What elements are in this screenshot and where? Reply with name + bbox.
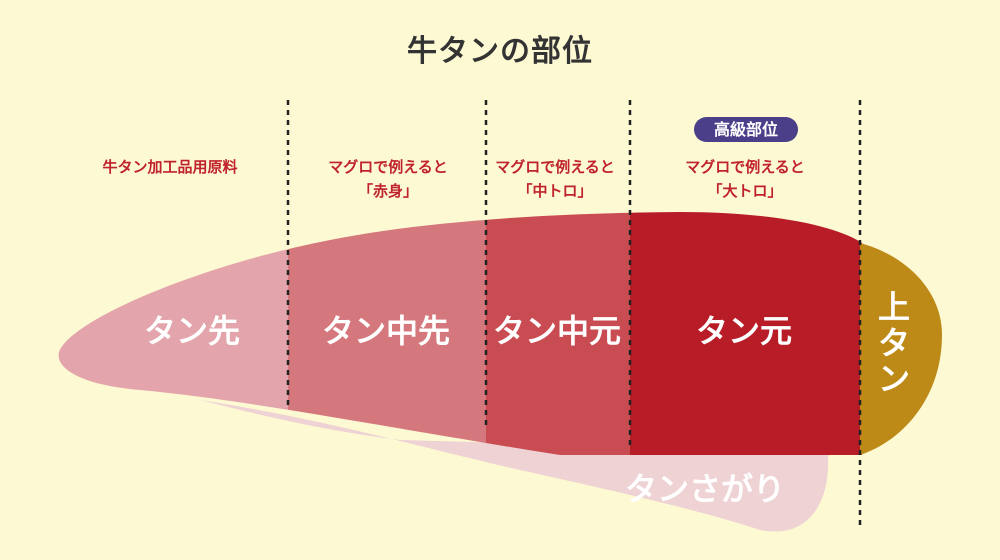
tansaki-note-text: 牛タン加工品用原料	[102, 158, 238, 176]
tan-sagari-region	[200, 400, 830, 532]
nakamoto-note-line2: 「中トロ」	[517, 182, 593, 200]
nakasaki-note: マグロで例えると 「赤身」	[300, 155, 476, 203]
nakamoto-note-line1: マグロで例えると	[495, 158, 615, 176]
premium-badge: 高級部位	[694, 117, 798, 142]
tanmoto-region	[630, 212, 862, 455]
tanmoto-note-line2: 「大トロ」	[707, 182, 783, 200]
tanmoto-note: マグロで例えると 「大トロ」	[660, 155, 830, 203]
jo-tan-region	[860, 243, 942, 455]
tansaki-note: 牛タン加工品用原料	[60, 155, 280, 179]
nakamoto-note: マグロで例えると 「中トロ」	[480, 155, 630, 203]
page-title: 牛タンの部位	[407, 34, 593, 69]
jo-tan-label-char: タ	[878, 324, 910, 362]
tan-nakasaki-label: タン中先	[322, 312, 450, 350]
tan-sagari-label: タンさがり	[625, 470, 785, 508]
nakasaki-note-line1: マグロで例えると	[328, 158, 448, 176]
tansaki-label: タン先	[144, 312, 240, 350]
tan-nakamoto-label: タン中元	[493, 312, 621, 350]
tanmoto-note-line1: マグロで例えると	[685, 158, 805, 176]
jo-tan-label-char: 上	[878, 288, 910, 326]
tan-nakamoto-region	[486, 212, 630, 455]
nakasaki-note-line2: 「赤身」	[357, 182, 418, 200]
tan-nakasaki-region	[288, 212, 486, 455]
tanmoto-label: タン元	[696, 312, 792, 350]
jo-tan-label-char: ン	[878, 360, 910, 398]
